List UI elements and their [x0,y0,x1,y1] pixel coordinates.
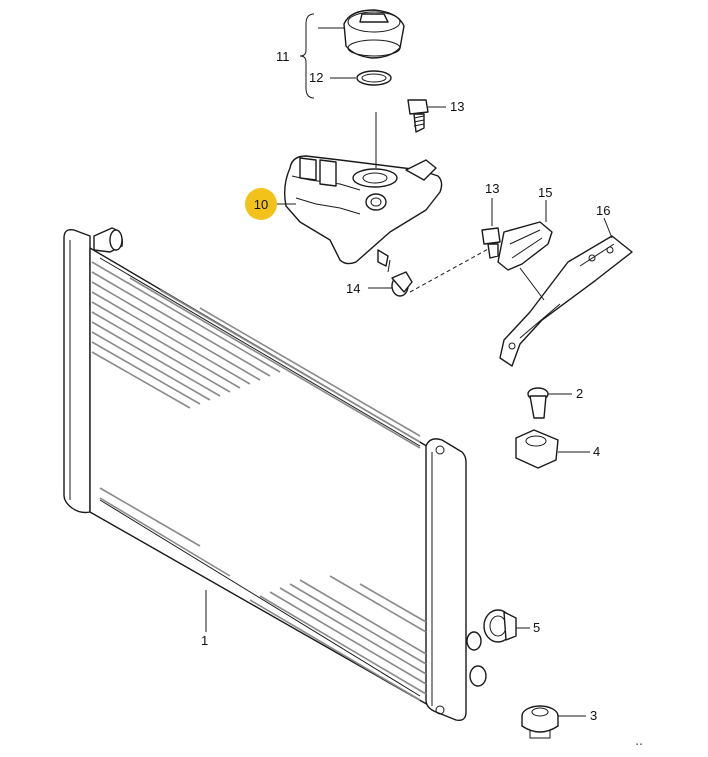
callout-11: 11 [276,49,290,64]
pin-2 [527,387,572,419]
callout-16: 16 [596,203,611,218]
callout-2: 2 [576,386,584,401]
radiator [63,227,487,722]
corner-mark: ▪ ▪ [636,742,642,748]
callout-1: 1 [201,633,209,648]
bracket-15 [497,200,553,271]
bolt-upper [407,99,446,133]
callout-13-lower: 13 [485,181,500,196]
callout-4: 4 [593,444,601,459]
cap [318,9,405,59]
expansion-tank [270,112,443,267]
bracket-16 [499,217,633,367]
bolt-lower [481,198,501,259]
callout-12: 12 [309,70,324,85]
mount-4 [515,429,590,469]
callout-brace [299,13,315,99]
callout-3: 3 [590,708,598,723]
mount-3 [521,705,586,739]
o-ring [330,70,392,86]
radiator-fins-lower [99,487,427,701]
callout-5: 5 [533,620,541,635]
grommet-14 [368,247,491,297]
callout-13-upper: 13 [450,99,465,114]
radiator-fins-upper [91,261,421,449]
callout-14: 14 [346,281,361,296]
callout-15: 15 [538,185,553,200]
callout-10-highlight [245,188,277,220]
callout-10: 10 [253,196,269,212]
grommet-5 [483,609,530,643]
